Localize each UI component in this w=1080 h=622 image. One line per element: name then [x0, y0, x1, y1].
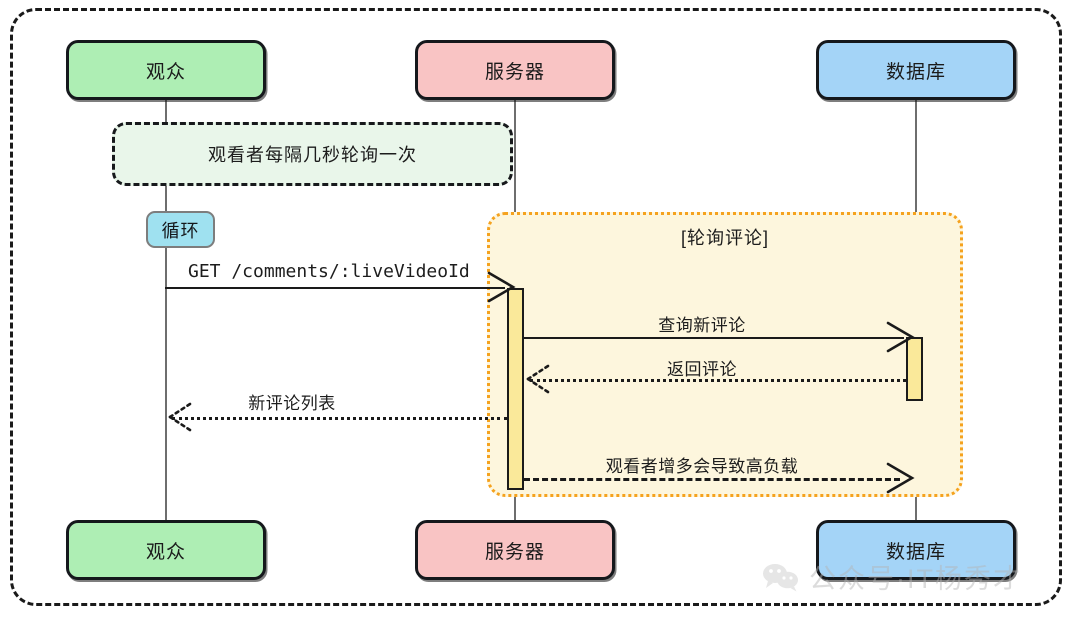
- participant-head-viewer-label: 观众: [145, 61, 186, 83]
- participant-head-database[interactable]: 数据库: [816, 40, 1016, 100]
- activation-bar-database: [906, 337, 923, 401]
- message-arrowhead-m2: [886, 321, 915, 353]
- message-arrowhead-m1: [487, 271, 516, 303]
- message-label-m2: 查询新评论: [658, 316, 746, 335]
- participant-foot-server-label: 服务器: [484, 541, 545, 563]
- message-line-m5: [524, 478, 900, 481]
- participant-foot-server[interactable]: 服务器: [415, 520, 615, 580]
- message-arrowhead-m4: [168, 402, 192, 432]
- message-label-m4: 新评论列表: [248, 394, 336, 413]
- fragment-poll-comments-title: [轮询评论]: [680, 228, 770, 248]
- participant-foot-database[interactable]: 数据库: [816, 520, 1016, 580]
- participant-head-database-label: 数据库: [885, 61, 946, 83]
- participant-head-server-label: 服务器: [484, 61, 545, 83]
- loop-label-box: 循环: [146, 211, 215, 248]
- loop-label-text: 循环: [161, 220, 200, 241]
- note-polling-interval: 观看者每隔几秒轮询一次: [112, 122, 513, 186]
- message-line-m4: [172, 417, 507, 420]
- participant-foot-viewer[interactable]: 观众: [66, 520, 266, 580]
- participant-foot-database-label: 数据库: [885, 541, 946, 563]
- diagram-outer-frame: [10, 8, 1062, 606]
- message-arrowhead-m5: [886, 462, 915, 494]
- message-label-m3: 返回评论: [667, 360, 737, 379]
- message-label-m1: GET /comments/:liveVideoId: [188, 261, 470, 282]
- lifeline-viewer: [165, 100, 167, 520]
- participant-head-server[interactable]: 服务器: [415, 40, 615, 100]
- fragment-poll-comments: [487, 212, 963, 497]
- participant-foot-viewer-label: 观众: [145, 541, 186, 563]
- activation-bar-server: [507, 288, 524, 490]
- message-line-m1: [165, 287, 505, 289]
- message-line-m2: [524, 337, 904, 339]
- message-line-m3: [530, 379, 906, 382]
- note-polling-interval-text: 观看者每隔几秒轮询一次: [208, 145, 417, 165]
- message-arrowhead-m3: [526, 364, 550, 394]
- message-label-m5: 观看者增多会导致高负载: [605, 457, 799, 476]
- participant-head-viewer[interactable]: 观众: [66, 40, 266, 100]
